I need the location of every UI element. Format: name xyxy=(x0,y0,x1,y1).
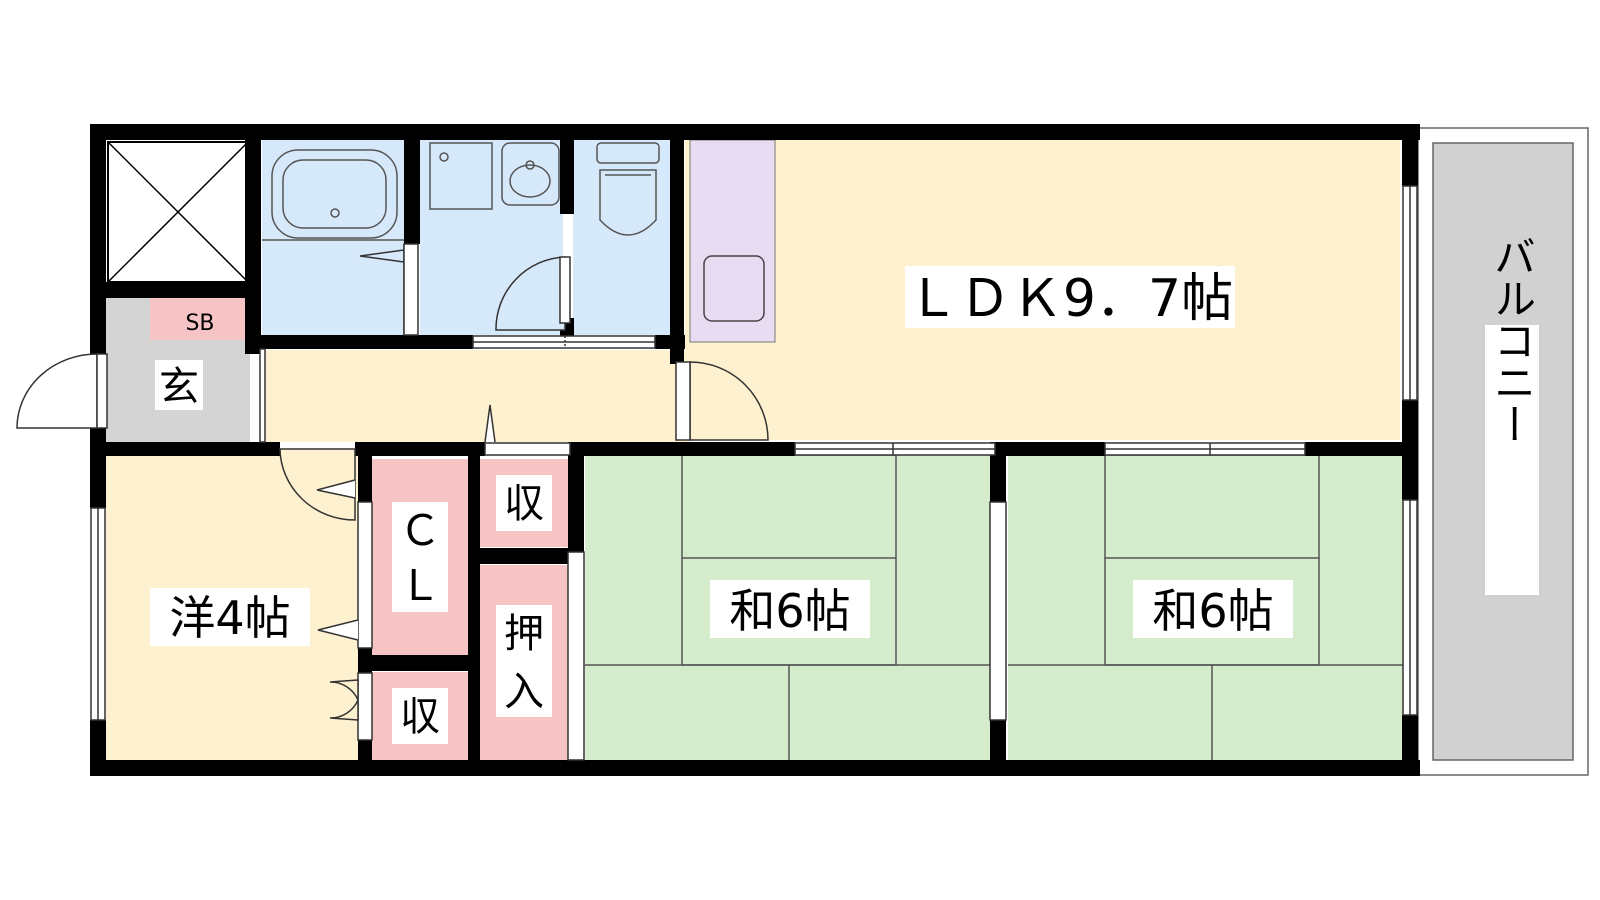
washroom-door xyxy=(495,256,566,331)
entrance-door xyxy=(16,353,98,429)
bathtub-icon xyxy=(271,149,398,239)
toilet-floor xyxy=(573,140,671,335)
washbasin-icon xyxy=(501,142,560,206)
oshiire-label-2: 入 xyxy=(504,669,544,715)
storage-bottom-label: 収 xyxy=(400,694,440,740)
ldk-label: ＬＤＫ9．7帖 xyxy=(907,269,1233,329)
toilet-tank-icon xyxy=(596,142,660,164)
japanese-room-2-label: 和6帖 xyxy=(1152,584,1273,638)
fixtures xyxy=(107,141,765,322)
shoe-box-label: SB xyxy=(185,311,214,336)
stove-icon xyxy=(703,255,765,322)
hallway-floor xyxy=(265,350,690,442)
walls xyxy=(90,124,1420,776)
balcony-label: バルコニー xyxy=(1488,235,1537,445)
ldk-door xyxy=(689,361,769,441)
shoe-box-area xyxy=(150,298,245,340)
entrance-label: 玄 xyxy=(159,364,199,410)
toilet-bowl-icon xyxy=(599,169,657,236)
washer-icon xyxy=(429,142,493,210)
oshiire-label-1: 押 xyxy=(504,611,544,657)
closet-cl-label-2: Ｌ xyxy=(399,561,441,610)
storage-top-label: 収 xyxy=(504,481,544,527)
doors xyxy=(16,185,1418,761)
japanese-room-1-label: 和6帖 xyxy=(729,584,850,638)
western-room-door xyxy=(279,448,356,521)
western-room-label: 洋4帖 xyxy=(169,591,290,645)
kitchen-counter xyxy=(689,139,776,343)
tatami-lines xyxy=(585,454,1413,760)
labels: ＬＤＫ9．7帖 玄 SB 洋4帖 Ｃ Ｌ 収 収 押 入 和6帖 和6帖 バルコ… xyxy=(150,235,1539,744)
closet-cl-label-1: Ｃ xyxy=(399,506,441,555)
